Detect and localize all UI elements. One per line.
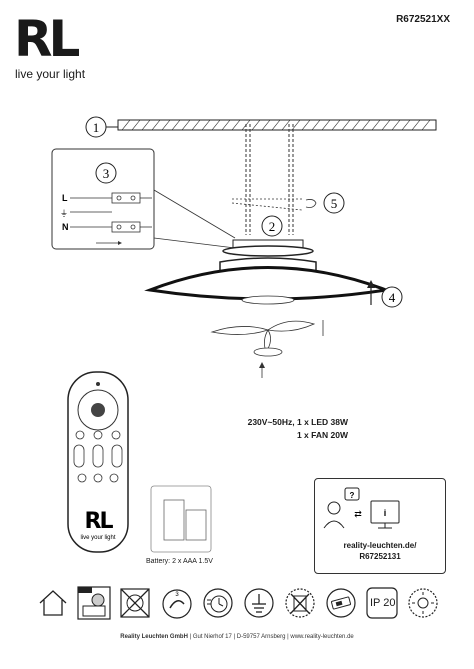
website-code: R67252131 — [359, 552, 401, 561]
website-url[interactable]: reality-leuchten.de/ — [343, 541, 417, 550]
svg-text:3: 3 — [175, 592, 179, 598]
remote-control-battery-icon — [324, 586, 358, 620]
svg-text:5: 5 — [331, 196, 338, 211]
blade-hub — [253, 347, 283, 357]
mounting-surface-icon — [77, 586, 111, 620]
footer-address: Reality Leuchten GmbH | Gut Nierhof 17 |… — [120, 634, 354, 640]
model-number: R672521XX — [396, 14, 450, 25]
info-icon: i — [384, 508, 387, 518]
callout-2 — [261, 215, 283, 237]
ip20-text: IP 20 — [370, 597, 396, 609]
callout-4 — [381, 286, 403, 308]
footer-street: Gut Nierhof 17 — [192, 634, 232, 640]
footer-city: D-59757 Arnsberg — [236, 634, 286, 640]
callout-1-label: 1 — [93, 120, 100, 135]
electrical-specs: 230V~50Hz, 1 x LED 38W 1 x FAN 20W — [226, 416, 348, 442]
no-dimmer-icon — [118, 586, 152, 620]
rotation-speed-icon: 3 — [160, 586, 194, 620]
footer-web[interactable]: www.reality-leuchten.de — [290, 634, 354, 640]
earth-symbol: ⏚ — [60, 209, 68, 218]
no-household-waste-icon — [283, 586, 317, 620]
remote-logo: RL — [85, 509, 114, 534]
remote-tagline: live your light — [80, 535, 115, 541]
remote-control-illustration — [67, 371, 129, 553]
fan-blades — [210, 320, 316, 353]
svg-text:4: 4 — [389, 290, 396, 305]
brand-logo: RL — [14, 10, 80, 68]
earth-ground-icon — [242, 586, 276, 620]
spec-line-2: 1 x FAN 20W — [296, 430, 348, 440]
brand-tagline: live your light — [15, 67, 86, 81]
indoor-house-icon — [36, 586, 70, 620]
timer-icon — [201, 586, 235, 620]
exchange-arrows-icon: ⇄ — [354, 509, 362, 519]
battery-info: Battery: 2 x AAA 1.5V — [146, 558, 213, 565]
question-icon: ? — [350, 491, 355, 500]
footer-company: Reality Leuchten GmbH — [120, 634, 188, 640]
spec-line-1: 230V~50Hz, 1 x LED 38W — [247, 417, 348, 427]
ip20-rating-icon: IP 20 — [365, 586, 399, 620]
website-icon-group — [323, 487, 400, 529]
wire-label-n: N — [62, 222, 69, 232]
svg-text:3: 3 — [103, 166, 110, 181]
light-ring — [144, 266, 392, 301]
callout-3 — [95, 162, 117, 184]
website-info: reality-leuchten.de/ R67252131 — [318, 540, 442, 562]
wire-label-l: L — [62, 193, 68, 203]
callout-5 — [323, 192, 345, 214]
website-info-box — [314, 478, 446, 574]
ceiling-slab — [117, 119, 437, 131]
svg-text:2: 2 — [269, 219, 276, 234]
light-color-icon — [406, 586, 440, 620]
screw-icon — [305, 199, 317, 208]
terminal-block — [70, 192, 152, 233]
